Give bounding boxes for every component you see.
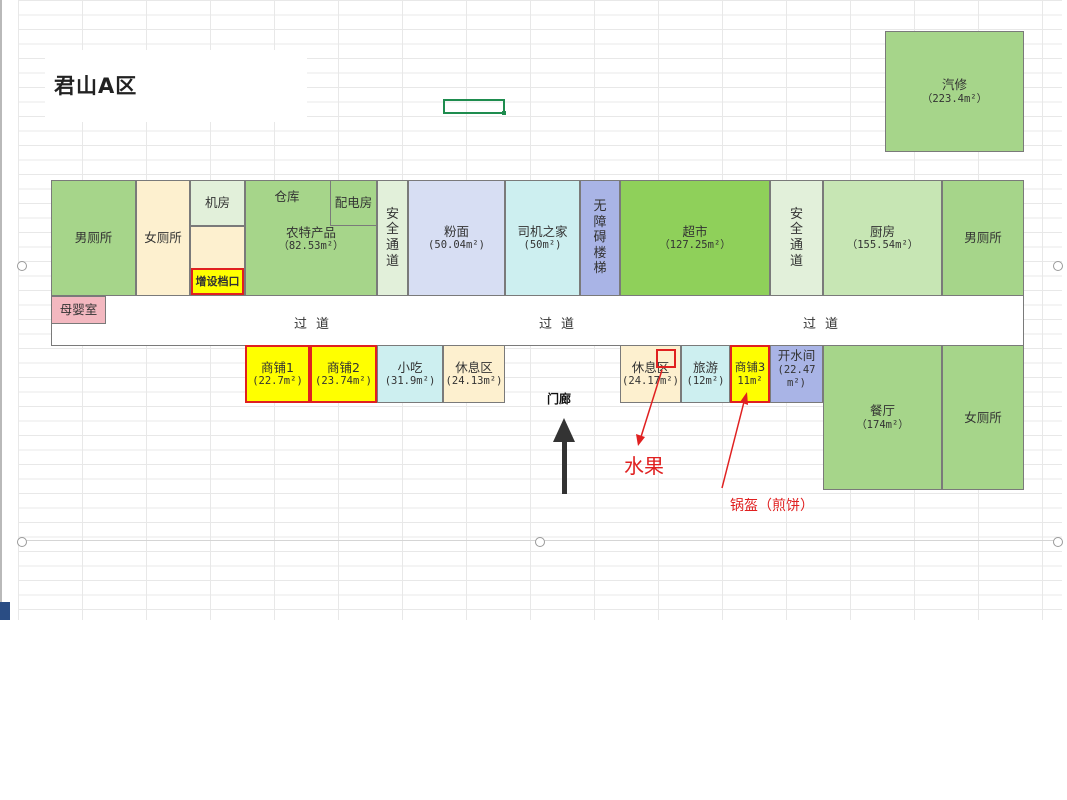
room-snacks: 小吃 (31.9m²) bbox=[377, 345, 443, 403]
room-area: (22.47m²) bbox=[777, 363, 816, 389]
room-label: 旅游 bbox=[692, 359, 718, 375]
room-mens-toilet-left: 男厕所 bbox=[51, 180, 136, 296]
corridor-label-right: 过道 bbox=[803, 317, 848, 332]
corridor bbox=[51, 295, 1024, 346]
room-label: 女厕所 bbox=[964, 409, 1002, 425]
room-rest-area-left: 休息区 (24.13m²) bbox=[443, 345, 505, 403]
room-power-room: 配电房 bbox=[330, 180, 377, 226]
resize-handle-right[interactable] bbox=[1053, 261, 1063, 271]
room-accessible-stairs: 无障碍楼梯 bbox=[580, 180, 620, 296]
room-area: (23.74m²) bbox=[315, 375, 372, 388]
room-label: 农特产品 bbox=[285, 224, 336, 240]
room-water-room: 开水间 (22.47m²) bbox=[770, 345, 823, 403]
room-area: （223.4m²） bbox=[921, 92, 988, 105]
room-safety-exit-right: 安全通道 bbox=[770, 180, 823, 296]
corridor-label-left: 过道 bbox=[294, 317, 339, 332]
room-area: (22.7m²) bbox=[252, 375, 303, 388]
resize-handle-bottom-left[interactable] bbox=[17, 537, 27, 547]
room-tourism: 旅游 (12m²) bbox=[681, 345, 730, 403]
room-label: 商铺2 bbox=[327, 359, 360, 375]
room-shop1: 商铺1 (22.7m²) bbox=[245, 345, 310, 403]
room-driver-home: 司机之家 (50m²) bbox=[505, 180, 580, 296]
resize-handle-bottom-center[interactable] bbox=[535, 537, 545, 547]
room-area: (24.17m²) bbox=[622, 375, 679, 388]
room-womens-toilet-left: 女厕所 bbox=[136, 180, 190, 296]
room-area: 11m² bbox=[737, 374, 763, 387]
window-corner-marker bbox=[0, 602, 10, 620]
room-label: 司机之家 bbox=[517, 223, 568, 239]
room-mens-toilet-right: 男厕所 bbox=[942, 180, 1024, 296]
room-label: 安全通道 bbox=[789, 206, 803, 269]
room-label: 小吃 bbox=[397, 359, 423, 375]
room-label: 餐厅 bbox=[869, 403, 895, 419]
fill-handle[interactable] bbox=[502, 111, 506, 115]
room-restaurant: 餐厅 （174m²） bbox=[823, 345, 942, 490]
fruit-marker-box bbox=[656, 349, 676, 368]
room-label: 商铺1 bbox=[261, 359, 294, 375]
room-label: 配电房 bbox=[334, 195, 373, 211]
room-label: 开水间 bbox=[777, 348, 816, 363]
room-supermarket: 超市 （127.25m²） bbox=[620, 180, 770, 296]
annotation-fruit: 水果 bbox=[624, 454, 664, 478]
room-area: (50m²) bbox=[523, 239, 562, 252]
room-area: (50.04m²) bbox=[428, 239, 485, 252]
room-auto-repair: 汽修 （223.4m²） bbox=[885, 31, 1024, 152]
room-noodles: 粉面 (50.04m²) bbox=[408, 180, 505, 296]
room-label: 仓库 bbox=[274, 189, 300, 204]
room-label: 机房 bbox=[204, 195, 230, 211]
room-label: 男厕所 bbox=[74, 230, 113, 246]
room-label: 无障碍楼梯 bbox=[593, 199, 607, 277]
corridor-label-center: 过道 bbox=[539, 317, 584, 332]
room-label: 男厕所 bbox=[964, 230, 1002, 246]
room-label: 休息区 bbox=[455, 359, 493, 375]
room-label: 安全通道 bbox=[385, 206, 399, 269]
room-label: 粉面 bbox=[443, 223, 469, 239]
room-area: (31.9m²) bbox=[384, 375, 436, 388]
title-box bbox=[45, 50, 307, 122]
room-machine-room: 机房 bbox=[190, 180, 245, 226]
room-label: 超市 bbox=[682, 223, 708, 239]
room-label: 汽修 bbox=[941, 77, 967, 93]
room-area: (12m²) bbox=[686, 375, 725, 388]
entrance-arrow-icon bbox=[553, 418, 575, 442]
room-safety-exit-left: 安全通道 bbox=[377, 180, 408, 296]
entrance-label: 门廊 bbox=[547, 392, 572, 406]
room-mother-baby: 母婴室 bbox=[51, 296, 106, 324]
room-shop2: 商铺2 (23.74m²) bbox=[310, 345, 377, 403]
window-left-border bbox=[0, 0, 2, 620]
room-label: 商铺3 bbox=[734, 360, 766, 375]
room-label: 厨房 bbox=[869, 223, 895, 239]
room-reserved-window: 增设档口 bbox=[191, 268, 244, 295]
room-area: （155.54m²） bbox=[846, 239, 919, 252]
selected-cell[interactable] bbox=[443, 99, 506, 115]
room-label: 增设档口 bbox=[195, 274, 240, 288]
resize-handle-bottom-right[interactable] bbox=[1053, 537, 1063, 547]
room-area: （127.25m²） bbox=[659, 239, 731, 252]
room-label: 女厕所 bbox=[144, 230, 182, 246]
annotation-pot-cake: 锅盔（煎饼） bbox=[730, 498, 814, 514]
floor-plan-title: 君山A区 bbox=[54, 74, 138, 98]
room-label: 母婴室 bbox=[59, 302, 98, 318]
room-area: (24.13m²) bbox=[445, 375, 503, 388]
room-womens-toilet-right: 女厕所 bbox=[942, 345, 1024, 490]
resize-handle-left[interactable] bbox=[17, 261, 27, 271]
room-area: （82.53m²） bbox=[278, 240, 344, 253]
room-area: （174m²） bbox=[856, 418, 909, 431]
room-kitchen: 厨房 （155.54m²） bbox=[823, 180, 942, 296]
room-shop3: 商铺3 11m² bbox=[730, 345, 770, 403]
entrance-arrow-shaft bbox=[562, 438, 567, 494]
